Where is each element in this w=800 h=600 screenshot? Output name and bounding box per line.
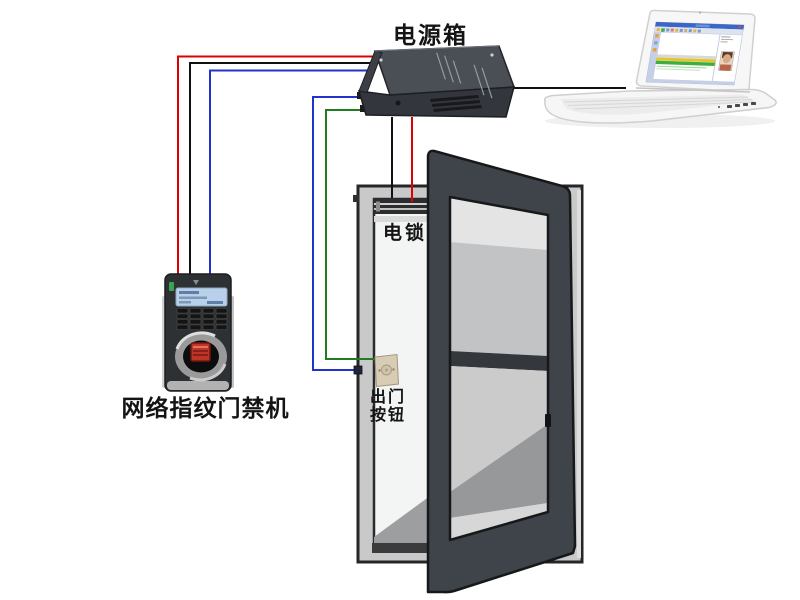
app-statusbar (645, 79, 735, 86)
power-box-led-hole (395, 100, 401, 106)
wire-green-power-to-exit-button (325, 109, 374, 360)
exit-button (353, 353, 400, 388)
laptop-webcam (698, 11, 702, 14)
door-glass-upper-light (450, 197, 548, 250)
reader-status-led (169, 282, 174, 291)
laptop-hinge (635, 87, 751, 93)
door-glass-lower-floor (450, 424, 548, 518)
wire-connector (353, 365, 363, 375)
wire-blue-power-to-exit-button (312, 96, 363, 371)
power-box-front-face (357, 86, 515, 118)
app-close-button (738, 25, 741, 29)
power-box-left-face (358, 50, 383, 94)
reader-lcd (175, 287, 228, 307)
wire-blue-reader-to-power (209, 69, 370, 275)
door-middle-rail (450, 351, 548, 371)
reader-logo (193, 280, 199, 285)
reader-base (167, 381, 229, 390)
door-glass-lower-band (450, 503, 548, 540)
exit-button-label: 出门 按钮 (370, 388, 406, 424)
frame-hinge-nub (353, 195, 359, 202)
wire-black-reader-to-power (189, 62, 372, 275)
reader-keypad (176, 308, 228, 330)
exit-button-label-line1: 出门 (370, 387, 407, 406)
laptop-app-window (645, 21, 745, 86)
door-assembly (353, 149, 584, 594)
power-box-label: 电源箱 (393, 23, 468, 49)
fingerprint-reader (162, 273, 234, 392)
power-box-vents (430, 95, 482, 112)
app-row-green (655, 60, 716, 67)
app-row-yellow (656, 57, 716, 63)
laptop-key-rows (563, 96, 755, 110)
laptop (543, 9, 777, 128)
electric-lock-label: 电锁 (383, 222, 428, 244)
door-glass-lower (450, 366, 548, 492)
laptop-keyboard (560, 94, 756, 115)
laptop-ports (718, 102, 756, 108)
app-toolbar-icons (656, 28, 701, 33)
power-box (357, 45, 516, 118)
wire-red-reader-to-power (177, 55, 375, 275)
door-glass-upper (450, 242, 548, 356)
door-handle (545, 414, 551, 427)
fingerprint-sensor (175, 331, 227, 382)
door-leaf-frame (426, 149, 577, 594)
app-user-photo (718, 51, 735, 72)
door-leaf (426, 149, 577, 594)
app-table-header (656, 54, 717, 60)
exit-button-label-line2: 按钮 (370, 405, 407, 424)
door-frame-edge-highlight (577, 190, 581, 558)
fingerprint-reader-label: 网络指纹门禁机 (121, 396, 290, 422)
power-box-spec-text (436, 52, 493, 99)
floor-through-opening (374, 496, 430, 543)
wiring (177, 55, 626, 371)
